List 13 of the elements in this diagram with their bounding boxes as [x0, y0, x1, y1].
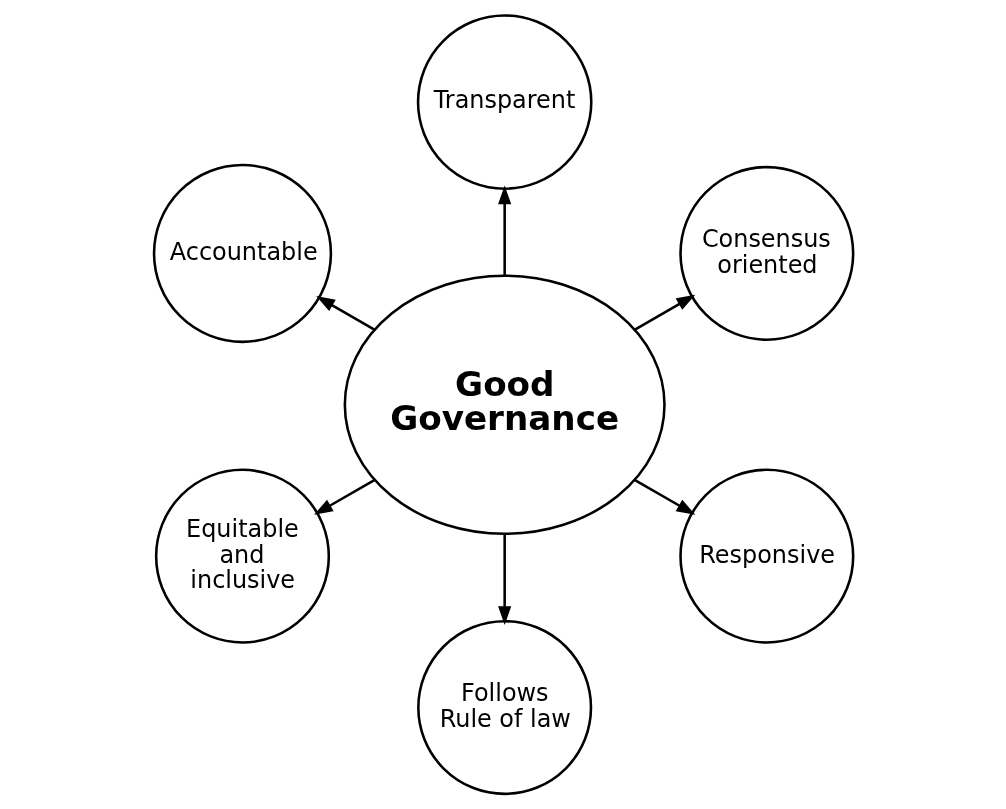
- node-circle: Equitable and inclusive: [154, 468, 330, 644]
- arrow: [633, 478, 695, 515]
- arrow: [315, 295, 375, 331]
- arrow: [313, 478, 375, 515]
- node-circle: Responsive: [678, 468, 854, 644]
- arrow: [497, 534, 511, 625]
- arrow: [633, 294, 695, 331]
- node-circle: Follows Rule of law: [416, 619, 592, 796]
- node-circle: Consensus oriented: [678, 165, 854, 341]
- node-ellipse: Good Governance: [343, 274, 666, 536]
- arrow: [497, 185, 511, 276]
- node-circle: Accountable: [152, 163, 332, 344]
- node-circle: Transparent: [416, 14, 593, 190]
